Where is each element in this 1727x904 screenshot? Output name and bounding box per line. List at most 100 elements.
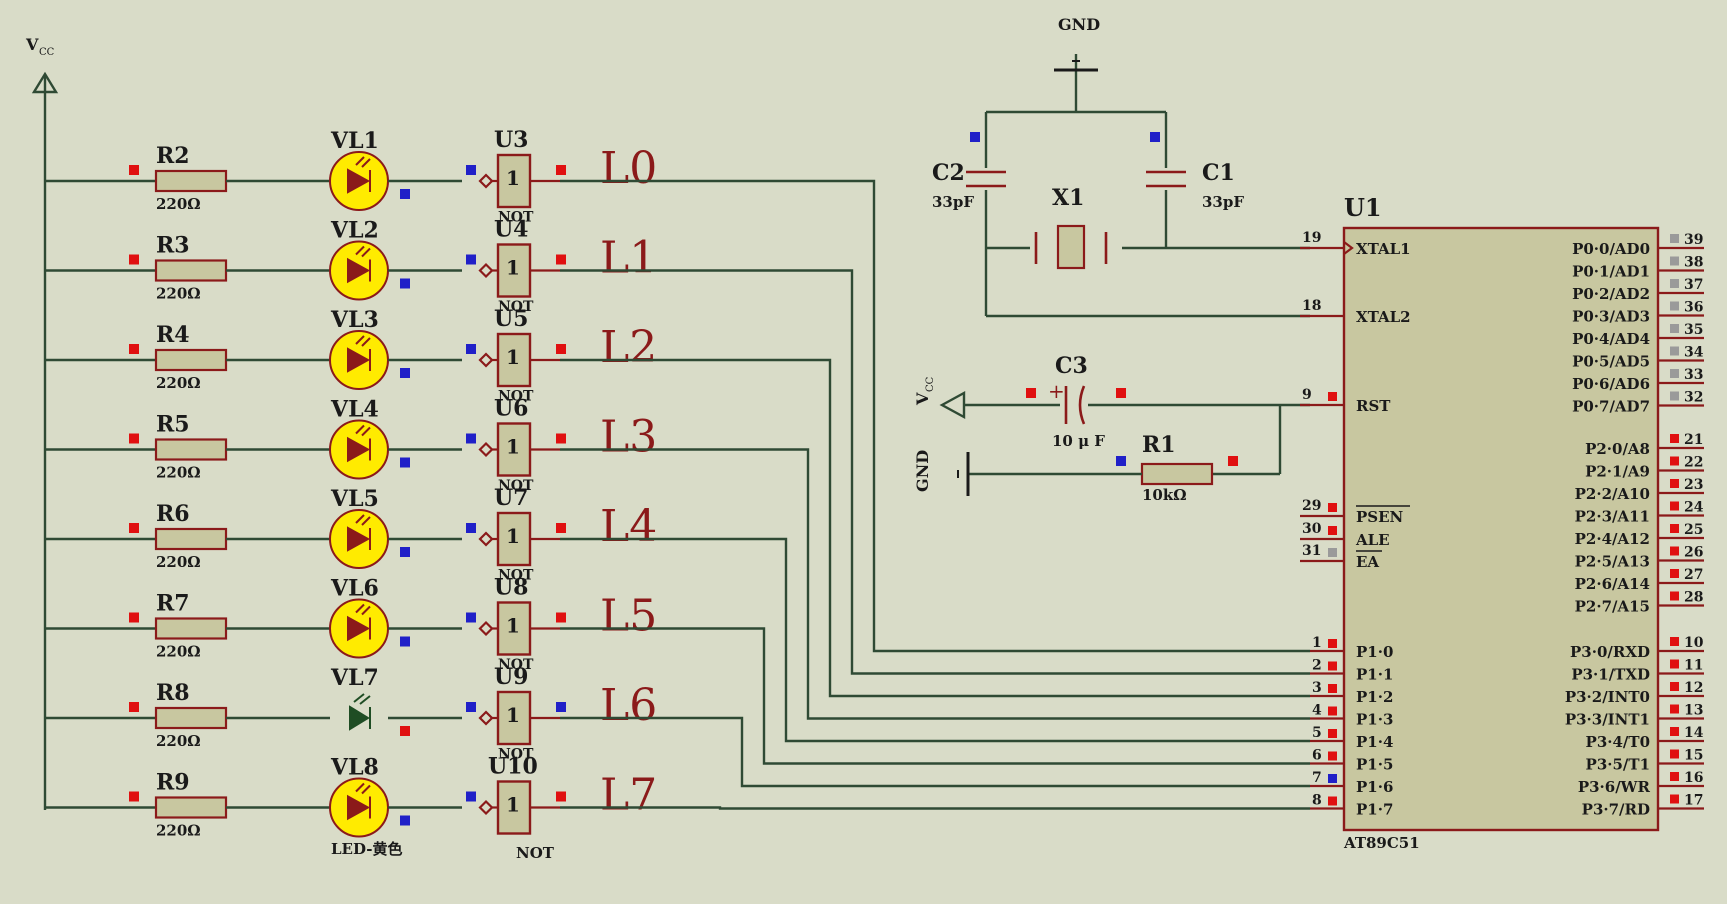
pin-name: P2·7/A15 xyxy=(1575,598,1650,616)
gnd-top-label: GND xyxy=(1058,15,1100,34)
pin-name: P1·7 xyxy=(1356,801,1393,819)
pin-name: P1·5 xyxy=(1356,756,1393,774)
pin-number: 12 xyxy=(1684,680,1703,696)
led-label: VL8 xyxy=(330,755,379,781)
gate-label: U10 xyxy=(488,754,538,780)
pin-number: 7 xyxy=(1312,770,1322,786)
c1-value: 33pF xyxy=(1202,193,1244,211)
resistor-value: 220Ω xyxy=(156,374,201,392)
led-type-label: LED-黄色 xyxy=(331,840,403,858)
led-label: VL3 xyxy=(330,307,379,333)
pin-number: 11 xyxy=(1684,658,1703,674)
gate-type: NOT xyxy=(498,747,534,763)
pin-number: 6 xyxy=(1312,748,1322,764)
mcu-part: AT89C51 xyxy=(1343,834,1420,852)
gate-symbol: 1 xyxy=(506,524,520,548)
mcu-at89c51: U1 AT89C51 19XTAL118XTAL29RST29PSEN30ALE… xyxy=(1300,193,1704,852)
pin-name: P3·6/WR xyxy=(1578,778,1651,796)
gate-type: NOT xyxy=(498,210,534,226)
gate-label: U7 xyxy=(494,485,529,511)
not-gate xyxy=(496,332,532,388)
bus-wire xyxy=(560,179,1310,653)
mcu-body xyxy=(1342,226,1660,832)
pin-number: 35 xyxy=(1684,322,1703,338)
line-label: L2 xyxy=(600,322,657,373)
not-bubble-icon xyxy=(478,352,494,368)
resistor xyxy=(154,259,228,282)
not-bubble-icon xyxy=(478,173,494,189)
line-label: L4 xyxy=(600,501,657,552)
pin-number: 21 xyxy=(1684,432,1703,448)
resistor xyxy=(154,169,228,193)
not-gate xyxy=(496,243,532,298)
gate-label: U8 xyxy=(494,575,529,601)
pin-name: P0·5/AD5 xyxy=(1572,353,1650,371)
pin-number: 34 xyxy=(1684,345,1704,361)
pin-name: P1·1 xyxy=(1356,666,1393,684)
not-bubble-icon xyxy=(478,620,494,637)
gate-label: U4 xyxy=(494,217,529,243)
pin-number: 3 xyxy=(1312,680,1322,696)
led-label: VL2 xyxy=(330,218,379,244)
gate-symbol: 1 xyxy=(506,345,520,369)
resistor xyxy=(154,706,228,730)
not-bubble-icon xyxy=(478,710,494,726)
pin-name: P2·0/A8 xyxy=(1585,440,1650,458)
resistor-value: 220Ω xyxy=(156,464,201,482)
pin-name: P2·6/A14 xyxy=(1575,575,1650,593)
pin-name: P3·0/RXD xyxy=(1570,643,1650,661)
resistor-label: R3 xyxy=(156,233,190,259)
pin-number: 13 xyxy=(1684,703,1703,719)
resistor xyxy=(154,796,228,819)
pin-name: P1·6 xyxy=(1356,778,1393,796)
pin-number: 18 xyxy=(1302,298,1321,314)
resistor-label: R9 xyxy=(156,770,190,796)
not-gate xyxy=(496,422,532,477)
c2-label: C2 xyxy=(932,160,965,186)
mcu-right-pins: 39P0·0/AD038P0·1/AD137P0·2/AD236P0·3/AD3… xyxy=(1565,232,1704,819)
bus-wire xyxy=(560,537,1310,743)
not-bubble-icon xyxy=(478,799,494,816)
pin-number: 39 xyxy=(1684,232,1703,248)
gate-label: U3 xyxy=(494,127,529,153)
vcc-left-arrow-icon xyxy=(939,390,966,420)
resistor-label: R2 xyxy=(156,143,190,169)
gate-symbol: 1 xyxy=(506,793,520,817)
c3-plus: + xyxy=(1048,379,1065,403)
resistor-label: R5 xyxy=(156,412,190,438)
line-label: L5 xyxy=(600,591,657,642)
r1-resistor xyxy=(1140,462,1214,486)
gate-label: U6 xyxy=(494,396,529,422)
x1-crystal xyxy=(1056,224,1086,270)
resistor-value: 220Ω xyxy=(156,643,201,661)
led-label: VL5 xyxy=(330,486,379,512)
c3-label: C3 xyxy=(1055,353,1088,379)
pin-name: P0·1/AD1 xyxy=(1572,263,1650,281)
resistor-value: 220Ω xyxy=(156,732,201,750)
pin-name: P3·5/T1 xyxy=(1586,756,1650,774)
pin-number: 1 xyxy=(1312,635,1322,651)
pin-name: P0·7/AD7 xyxy=(1572,398,1650,416)
led-label: VL4 xyxy=(330,397,379,423)
gate-type: NOT xyxy=(498,389,534,405)
vcc-top-symbol: V CC xyxy=(25,35,59,94)
